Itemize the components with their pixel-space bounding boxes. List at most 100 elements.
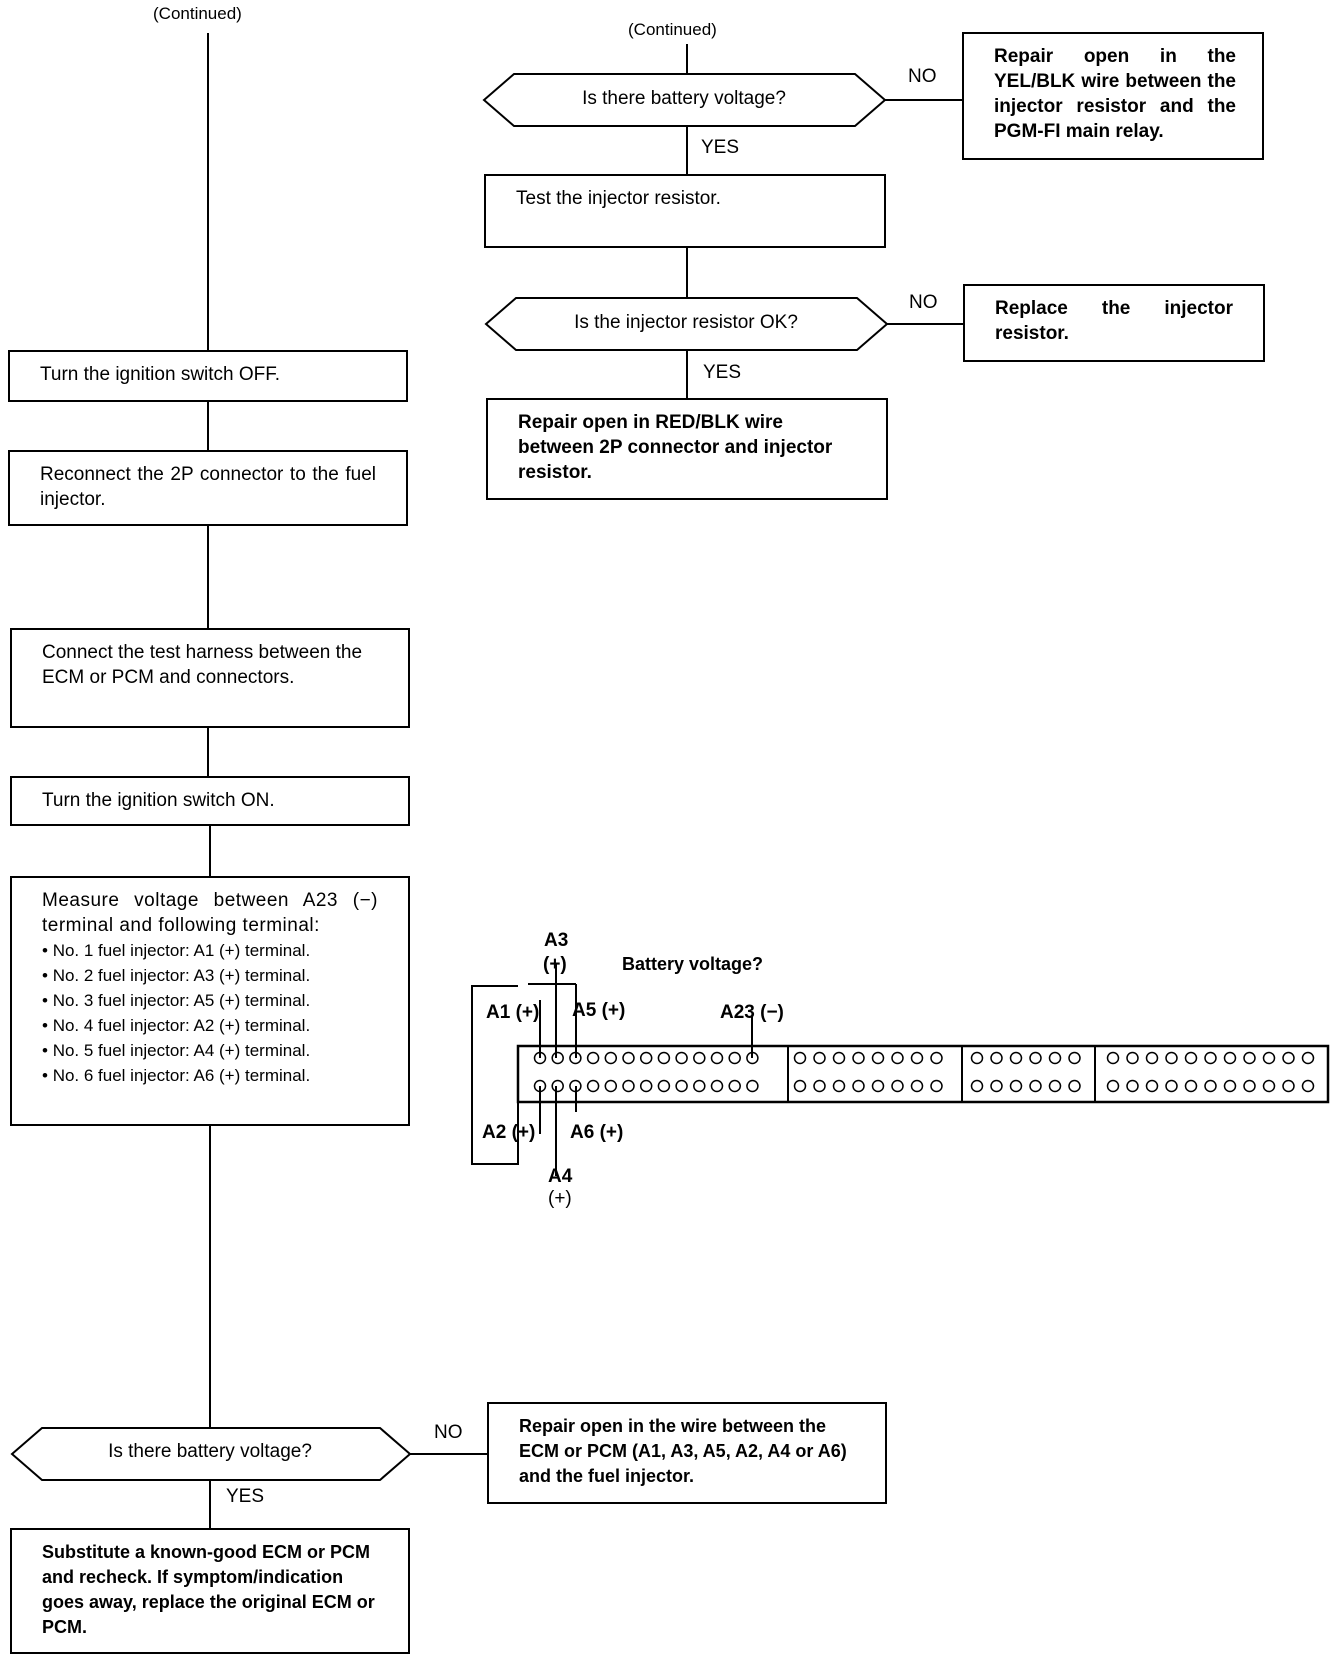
reconnect-2p-text: Reconnect the 2P connector to the fuel i… bbox=[40, 464, 376, 510]
terminal-hole bbox=[1223, 1051, 1237, 1065]
right-continued-label: (Continued) bbox=[628, 20, 717, 39]
terminal-hole bbox=[832, 1079, 846, 1093]
terminal-hole bbox=[793, 1079, 807, 1093]
terminal-hole bbox=[569, 1051, 582, 1065]
terminal-hole bbox=[586, 1051, 600, 1065]
terminal-hole bbox=[832, 1051, 846, 1065]
repair-yel-blk-box: Repair open in the YEL/BLK wire between … bbox=[962, 32, 1264, 160]
repair-open-wire-text: Repair open in the wire between the ECM … bbox=[519, 1416, 847, 1486]
terminal-hole bbox=[551, 1079, 564, 1093]
terminal-hole bbox=[1204, 1079, 1217, 1093]
terminal-hole bbox=[930, 1051, 943, 1065]
connect-harness-box: Connect the test harness between the ECM… bbox=[10, 628, 410, 728]
terminal-hole bbox=[1223, 1079, 1237, 1093]
terminal-hole bbox=[1301, 1079, 1315, 1093]
terminal-hole bbox=[891, 1051, 904, 1065]
terminal-hole bbox=[1068, 1051, 1081, 1065]
list-item: No. 1 fuel injector: A1 (+) terminal. bbox=[42, 938, 378, 963]
terminal-hole bbox=[533, 1079, 547, 1093]
terminal-hole bbox=[693, 1051, 706, 1065]
turn-ignition-on-box: Turn the ignition switch ON. bbox=[10, 776, 410, 826]
terminal-hole bbox=[1126, 1051, 1139, 1065]
list-item: No. 2 fuel injector: A3 (+) terminal. bbox=[42, 963, 378, 988]
terminal-hole bbox=[970, 1079, 984, 1093]
terminal-hole bbox=[1184, 1079, 1198, 1093]
terminal-hole bbox=[728, 1051, 741, 1065]
terminal-hole bbox=[852, 1079, 865, 1093]
list-item: No. 6 fuel injector: A6 (+) terminal. bbox=[42, 1063, 378, 1088]
terminal-hole bbox=[1068, 1079, 1081, 1093]
terminal-hole bbox=[1145, 1051, 1159, 1065]
replace-resistor-text: Replace the injector resistor. bbox=[995, 298, 1233, 344]
terminal-hole bbox=[1106, 1079, 1120, 1093]
left-continued-label: (Continued) bbox=[153, 4, 242, 23]
a4-label: A4 bbox=[548, 1166, 573, 1187]
terminal-hole bbox=[793, 1051, 807, 1065]
right-no1-label: NO bbox=[908, 66, 937, 87]
terminal-hole bbox=[1048, 1079, 1062, 1093]
turn-ignition-off-box: Turn the ignition switch OFF. bbox=[8, 350, 408, 402]
a3-sign-label: (+) bbox=[543, 954, 567, 975]
a4-sign-label: (+) bbox=[548, 1188, 572, 1209]
terminal-hole bbox=[657, 1051, 671, 1065]
right-decision2-text: Is the injector resistor OK? bbox=[574, 312, 798, 333]
terminal-hole bbox=[657, 1079, 671, 1093]
terminal-hole bbox=[1282, 1079, 1295, 1093]
terminal-hole bbox=[1165, 1079, 1178, 1093]
terminal-hole bbox=[1009, 1079, 1023, 1093]
right-no2-label: NO bbox=[909, 292, 938, 313]
terminal-hole bbox=[1204, 1051, 1217, 1065]
terminal-hole bbox=[639, 1079, 653, 1093]
a3-label: A3 bbox=[544, 930, 569, 951]
a5-label: A5 (+) bbox=[572, 1000, 626, 1021]
terminal-hole bbox=[1029, 1079, 1042, 1093]
reconnect-2p-box: Reconnect the 2P connector to the fuel i… bbox=[8, 450, 408, 526]
terminal-hole bbox=[1262, 1079, 1276, 1093]
terminal-hole bbox=[990, 1079, 1003, 1093]
terminal-hole bbox=[604, 1051, 618, 1065]
repair-yel-blk-text: Repair open in the YEL/BLK wire between … bbox=[994, 46, 1236, 142]
terminal-hole bbox=[675, 1079, 688, 1093]
terminal-hole bbox=[1009, 1051, 1023, 1065]
left-decision-text: Is there battery voltage? bbox=[108, 1441, 312, 1462]
terminal-hole bbox=[1184, 1051, 1198, 1065]
repair-red-blk-box: Repair open in RED/BLK wire between 2P c… bbox=[486, 398, 888, 500]
left-yes-label: YES bbox=[226, 1486, 265, 1507]
terminal-hole bbox=[891, 1079, 904, 1093]
left-no-label: NO bbox=[434, 1422, 463, 1443]
a2-label: A2 (+) bbox=[482, 1122, 536, 1143]
connect-harness-text: Connect the test harness between the ECM… bbox=[42, 642, 363, 688]
terminal-hole bbox=[1262, 1051, 1276, 1065]
battery-voltage-question: Battery voltage? bbox=[622, 954, 764, 974]
terminal-hole bbox=[622, 1051, 635, 1065]
replace-resistor-box: Replace the injector resistor. bbox=[963, 284, 1265, 362]
terminal-hole bbox=[551, 1051, 564, 1065]
turn-ignition-off-text: Turn the ignition switch OFF. bbox=[40, 364, 281, 385]
terminal-hole bbox=[622, 1079, 635, 1093]
terminal-hole bbox=[813, 1079, 826, 1093]
test-injector-resistor-box: Test the injector resistor. bbox=[484, 174, 886, 248]
terminal-hole bbox=[569, 1079, 582, 1093]
terminal-hole bbox=[910, 1079, 924, 1093]
terminal-hole bbox=[728, 1079, 741, 1093]
terminal-hole bbox=[1282, 1051, 1295, 1065]
list-item: No. 4 fuel injector: A2 (+) terminal. bbox=[42, 1013, 378, 1038]
test-injector-resistor-text: Test the injector resistor. bbox=[516, 188, 721, 209]
measure-voltage-intro: Measure voltage between A23 (−) terminal… bbox=[42, 890, 378, 936]
terminal-hole bbox=[746, 1051, 759, 1065]
a6-label: A6 (+) bbox=[570, 1122, 624, 1143]
right-yes1-label: YES bbox=[701, 137, 740, 158]
substitute-ecm-box: Substitute a known-good ECM or PCM and r… bbox=[10, 1528, 410, 1654]
terminal-hole bbox=[710, 1051, 724, 1065]
terminal-hole bbox=[1243, 1079, 1256, 1093]
terminal-hole bbox=[746, 1079, 759, 1093]
terminal-hole bbox=[1029, 1051, 1042, 1065]
terminal-hole bbox=[1126, 1079, 1139, 1093]
injector-terminal-list: No. 1 fuel injector: A1 (+) terminal. No… bbox=[42, 938, 378, 1088]
terminal-hole bbox=[813, 1051, 826, 1065]
terminal-hole bbox=[533, 1051, 547, 1065]
terminal-hole bbox=[871, 1079, 885, 1093]
repair-open-wire-box: Repair open in the wire between the ECM … bbox=[487, 1402, 887, 1504]
terminal-hole bbox=[910, 1051, 924, 1065]
